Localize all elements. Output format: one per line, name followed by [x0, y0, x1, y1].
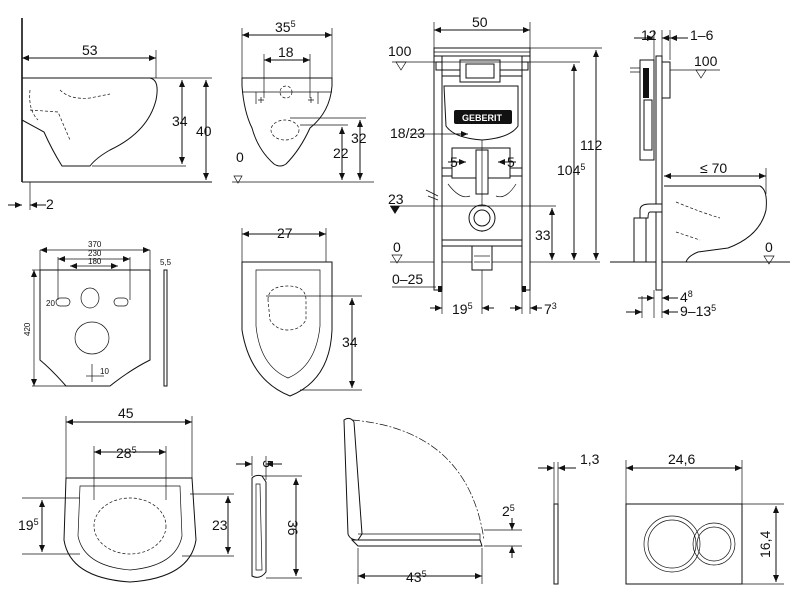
flush-plate-side: 1,3: [538, 451, 600, 585]
brand-logo-text: GEBERIT: [462, 113, 503, 123]
frame-5-right-label: 5: [507, 154, 515, 170]
bowl-height-34-label: 34: [172, 113, 188, 129]
frame-7-label: 73: [544, 301, 557, 317]
frame-18-23-label: 18/23: [390, 125, 425, 141]
seat-side-36-label: 36: [285, 520, 301, 536]
frame-level-23: 23: [388, 191, 404, 207]
bowl-front-h22-label: 22: [333, 145, 349, 161]
frame-front-view: 50 GEBERIT 100 1045 112: [388, 14, 603, 317]
bowl-front-h32-label: 32: [351, 130, 367, 146]
frame-level-100: 100: [388, 43, 412, 59]
frame-5-left-label: 5: [450, 154, 458, 170]
bowl-front-spacing-label: 18: [278, 44, 294, 60]
frame-width-label: 50: [472, 14, 488, 30]
side-1-6-label: 1–6: [690, 27, 714, 43]
seat-plan-45-label: 45: [118, 405, 134, 421]
bowl-front-view: 355 18 22 32 0: [232, 19, 374, 184]
flush-plate-height-label: 16,4: [757, 531, 773, 558]
flush-plate-width-label: 24,6: [668, 451, 695, 467]
seat-top-view: 27 34: [241, 225, 362, 397]
seat-open-view: 25 435: [343, 417, 522, 585]
mat-20-label: 20: [46, 299, 55, 308]
seat-plan-28-label: 285: [116, 445, 137, 461]
seat-plan-view: 45 285 195 23: [18, 405, 234, 583]
flush-plate-thickness-label: 1,3: [580, 451, 600, 467]
mat-420-label: 420: [23, 322, 32, 336]
frame-level-0: 0: [393, 239, 401, 255]
seat-open-2-label: 25: [502, 503, 515, 519]
bowl-width-label: 53: [82, 42, 98, 58]
side-level-0: 0: [765, 239, 773, 255]
frame-range-label: 0–25: [392, 271, 423, 287]
seat-side-5-label: 5: [260, 460, 276, 468]
frame-height-112-label: 112: [580, 137, 603, 153]
frame-height-104-label: 1045: [557, 162, 585, 178]
bowl-offset-label: 2: [46, 196, 54, 212]
side-4-label: 48: [680, 289, 693, 305]
bowl-side-view: 53 34 40 2: [8, 18, 212, 212]
mat-370-label: 370: [88, 240, 102, 249]
mat-thickness-label: 5,5: [160, 258, 172, 267]
side-9-13-label: 9–135: [680, 303, 716, 319]
seat-top-27-label: 27: [277, 225, 293, 241]
side-level-100: 100: [694, 53, 718, 69]
mat-180-label: 180: [88, 257, 102, 266]
mat-10-label: 10: [100, 367, 109, 376]
bowl-front-width-label: 355: [275, 19, 296, 35]
bowl-height-40-label: 40: [196, 123, 212, 139]
bowl-front-level-0: 0: [236, 149, 244, 165]
side-12-label: 12: [641, 27, 657, 43]
frame-19-label: 195: [452, 301, 473, 317]
seat-plan-23-label: 23: [212, 517, 228, 533]
frame-side-view: 12 1–6 100 ≤ 70 0 48 9–135: [610, 27, 790, 319]
seat-plan-19-label: 195: [18, 517, 39, 533]
seat-top-34-label: 34: [342, 334, 358, 350]
seat-side-profile: 5 36: [236, 456, 302, 579]
mat-230-label: 230: [88, 249, 102, 258]
frame-height-33-label: 33: [535, 227, 551, 243]
seat-open-43-label: 435: [406, 569, 427, 585]
side-le70-label: ≤ 70: [700, 160, 727, 176]
flush-plate-front: 24,6 16,4: [625, 451, 784, 585]
insulation-mat: 370 230 180 10 20 420 5,5: [23, 240, 172, 387]
